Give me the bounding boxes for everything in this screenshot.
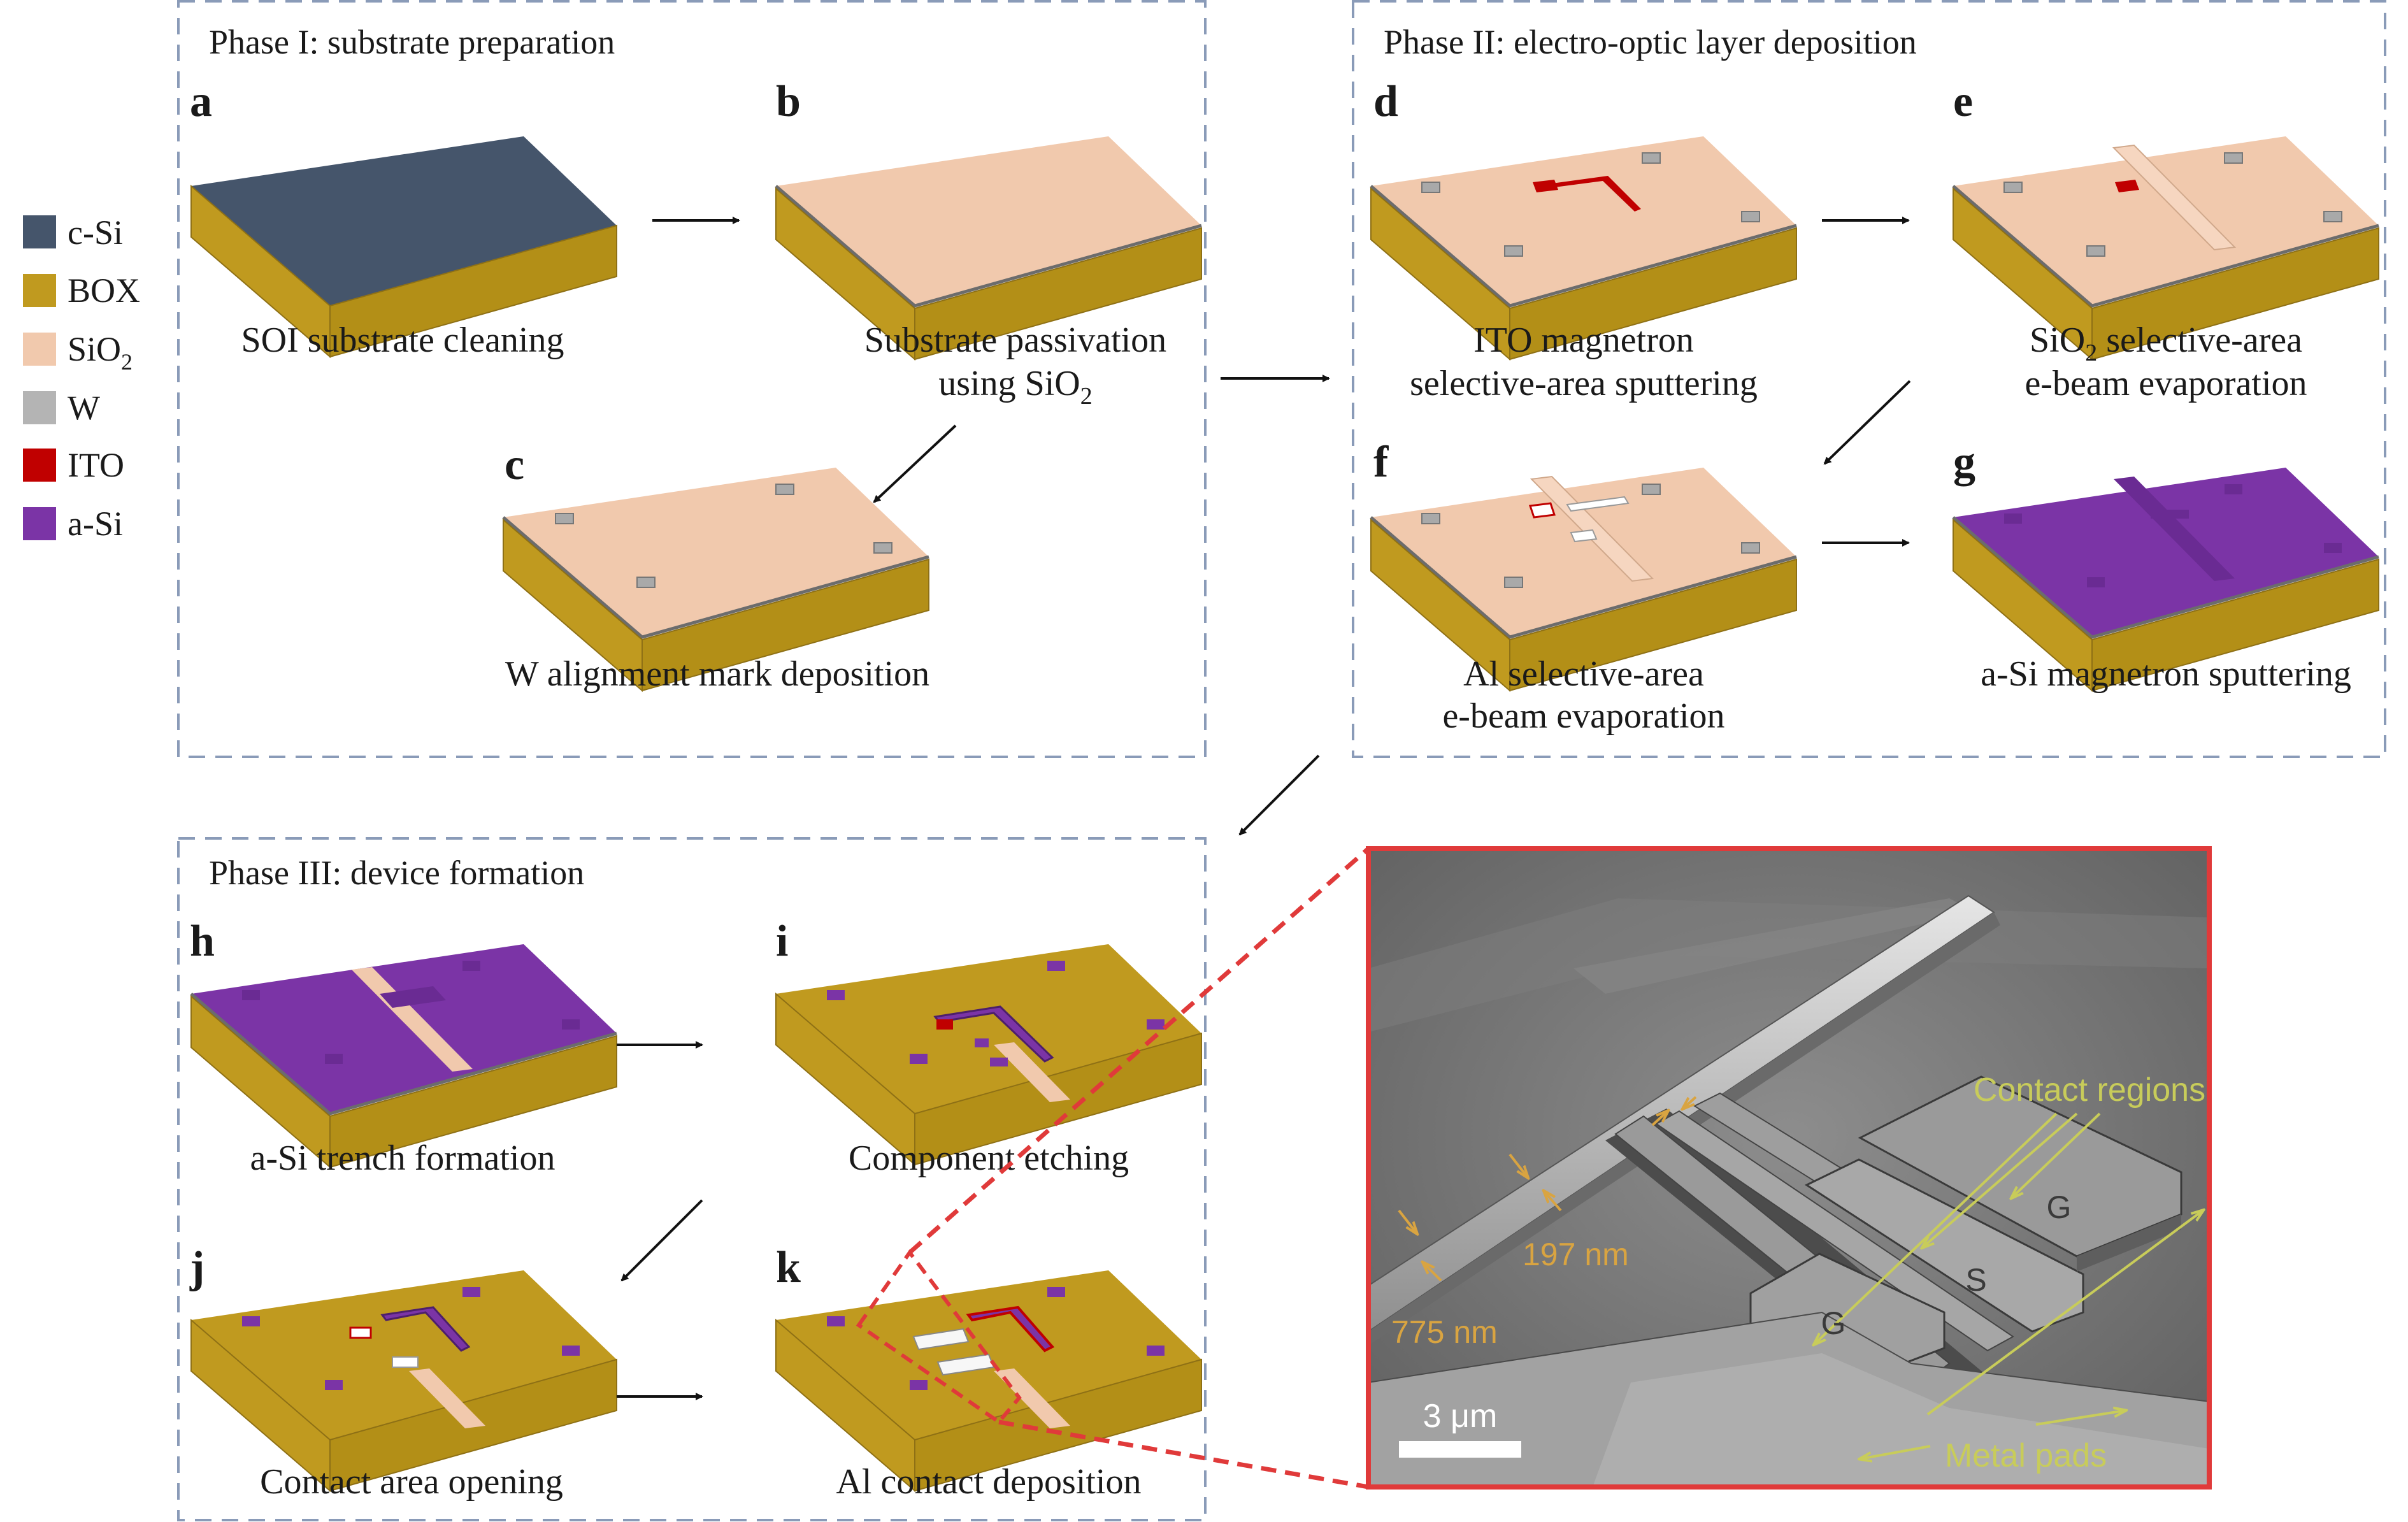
electrode-s [1804,1158,2084,1333]
chip-h [190,944,617,1169]
step-letter-g: g [1953,438,1975,487]
legend-label-box: BOX [68,271,140,310]
step-letter-f: f [1373,438,1389,487]
sem-inset-border [1366,846,2212,1490]
legend-swatch-asi [23,507,56,540]
chip-i [775,944,1202,1167]
caption-i: Component etching [849,1138,1129,1178]
label-g-right: G [2047,1189,2072,1225]
step-letter-j: j [189,1243,204,1292]
phase-2-title: Phase II: electro-optic layer deposition [1384,23,1917,61]
step-letter-c: c [505,440,524,489]
caption-h: a-Si trench formation [250,1138,555,1178]
caption-d-line2: selective-area sputtering [1410,364,1758,403]
phase-1-box [177,0,1207,758]
phase-1-title: Phase I: substrate preparation [209,23,615,61]
chip-c [502,468,929,693]
scale-bar-label: 3 μm [1423,1398,1498,1435]
chip-e [1952,136,2379,361]
zoom-connectors [908,847,1370,1490]
legend-swatch-sio2 [23,333,56,366]
dimension-775nm: 775 nm [1391,1314,1498,1350]
phase-boxes [177,0,2386,1521]
caption-j: Contact area opening [260,1462,563,1502]
legend: c-Si BOX SiO2 W ITO a-Si [23,213,140,543]
step-letter-a: a [190,77,212,126]
arrow-b-c [873,424,957,503]
label-contact-regions: Contact regions [1974,1072,2205,1109]
phase-2-box [1352,0,2386,758]
caption-c: W alignment mark deposition [505,654,929,694]
caption-e-line1: SiO2 selective-area [2030,320,2302,366]
caption-f-line2: e-beam evaporation [1442,696,1724,736]
arrow-e-f [1823,380,1911,465]
legend-swatch-csi [23,215,56,248]
label-s: S [1965,1262,1986,1298]
process-arrows [617,217,1911,1400]
label-metal-pads: Metal pads [1945,1437,2107,1474]
chip-k [775,1249,1202,1493]
step-letter-e: e [1953,77,1973,126]
legend-item-asi: a-Si [23,505,123,543]
sem-inset: Contact regions Metal pads G S G 197 nm … [1366,846,2212,1490]
legend-label-csi: c-Si [68,213,123,252]
legend-label-sio2: SiO2 [68,330,133,375]
legend-item-ito: ITO [23,446,124,484]
chip-a [190,136,617,359]
phase-3-title: Phase III: device formation [209,854,584,892]
legend-swatch-box [23,274,56,307]
caption-b-line1: Substrate passivation [864,320,1166,360]
arrow-phase2-phase3 [1238,754,1320,836]
phase-3-box [177,837,1207,1521]
zoom-region-outline [856,1249,1022,1425]
legend-item-box: BOX [23,271,140,310]
legend-swatch-ito [23,449,56,482]
caption-k: Al contact deposition [836,1462,1141,1502]
chip-j [190,1270,617,1493]
label-g-left: G [1821,1305,1846,1341]
caption-e-line2: e-beam evaporation [2025,364,2307,403]
caption-a: SOI substrate cleaning [241,320,564,360]
caption-b-line2: using SiO2 [938,364,1093,410]
chip-f [1370,468,1797,693]
dimension-197nm: 197 nm [1523,1237,1629,1272]
legend-item-w: W [23,389,100,427]
scale-bar [1399,1441,1521,1458]
legend-label-asi: a-Si [68,505,123,543]
step-letter-b: b [776,77,801,126]
chip-b [775,136,1202,361]
chip-d [1370,136,1797,361]
caption-g: a-Si magnetron sputtering [1981,654,2351,694]
step-letter-k: k [776,1243,801,1292]
legend-item-sio2: SiO2 [23,330,133,375]
legend-swatch-w [23,391,56,424]
step-letter-h: h [190,917,215,966]
legend-label-ito: ITO [68,446,124,484]
caption-d-line1: ITO magnetron [1473,320,1694,360]
legend-item-csi: c-Si [23,213,123,252]
chip-g [1952,468,2379,693]
electrode-g-right [1858,1075,2182,1258]
legend-label-w: W [68,389,100,427]
arrow-i-j [620,1199,703,1282]
caption-f-line1: Al selective-area [1463,654,1704,694]
step-letter-i: i [776,917,788,966]
step-letter-d: d [1373,77,1398,126]
